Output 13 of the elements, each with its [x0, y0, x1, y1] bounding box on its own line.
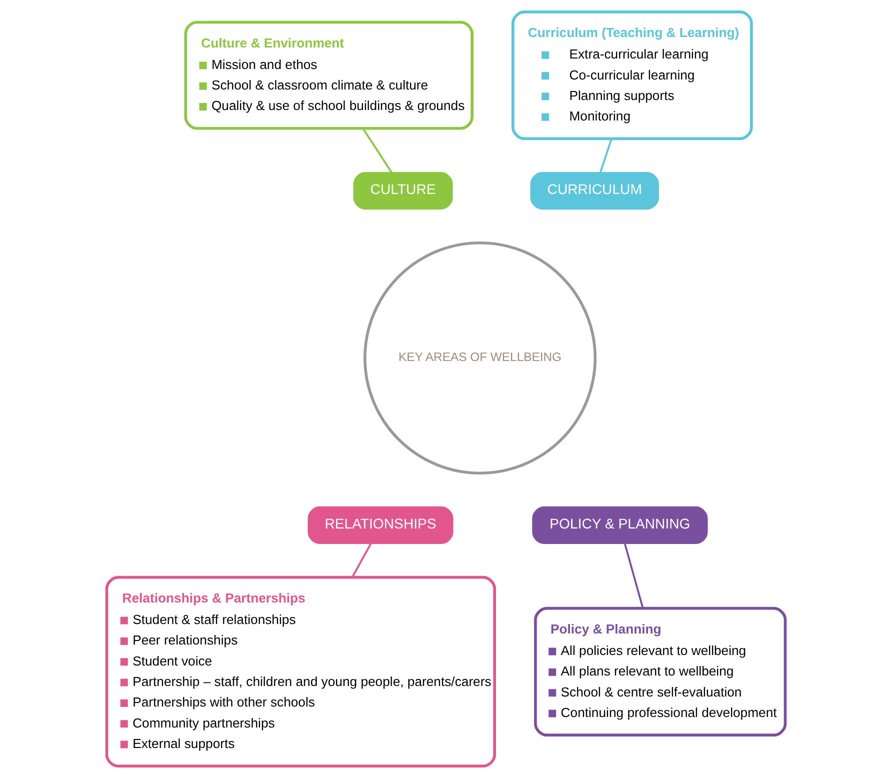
node-circle: KEY AREAS OF WELLBEING — [364, 241, 597, 475]
connector — [362, 128, 392, 173]
connector — [352, 543, 372, 578]
node-box: Policy & Planning All policies relevant to wellbeing All plans relevant to wellbeing School & centre self-evaluation Continuing professional development — [534, 606, 787, 736]
node-box: Culture & Environment Mission and ethos School & classroom climate & culture Quality & use of school buildings & grounds — [184, 20, 474, 130]
node-box: CURRICULUM — [530, 172, 659, 210]
node-box: Relationships & Partnerships Student & staff relationships Peer relationships Student voice Partnership – staff, children and young people, parents/carers Partnerships with other schools Community partnerships External supports — [105, 576, 496, 768]
node-box: CULTURE — [353, 172, 453, 210]
node-box: Curriculum (Teaching & Learning) Extra-curricular learning Co-curricular learning Planning supports Monitoring — [512, 10, 753, 140]
connector — [624, 543, 644, 608]
connector — [600, 138, 612, 173]
node-box: POLICY & PLANNING — [532, 506, 708, 544]
node-box: RELATIONSHIPS — [308, 506, 454, 544]
